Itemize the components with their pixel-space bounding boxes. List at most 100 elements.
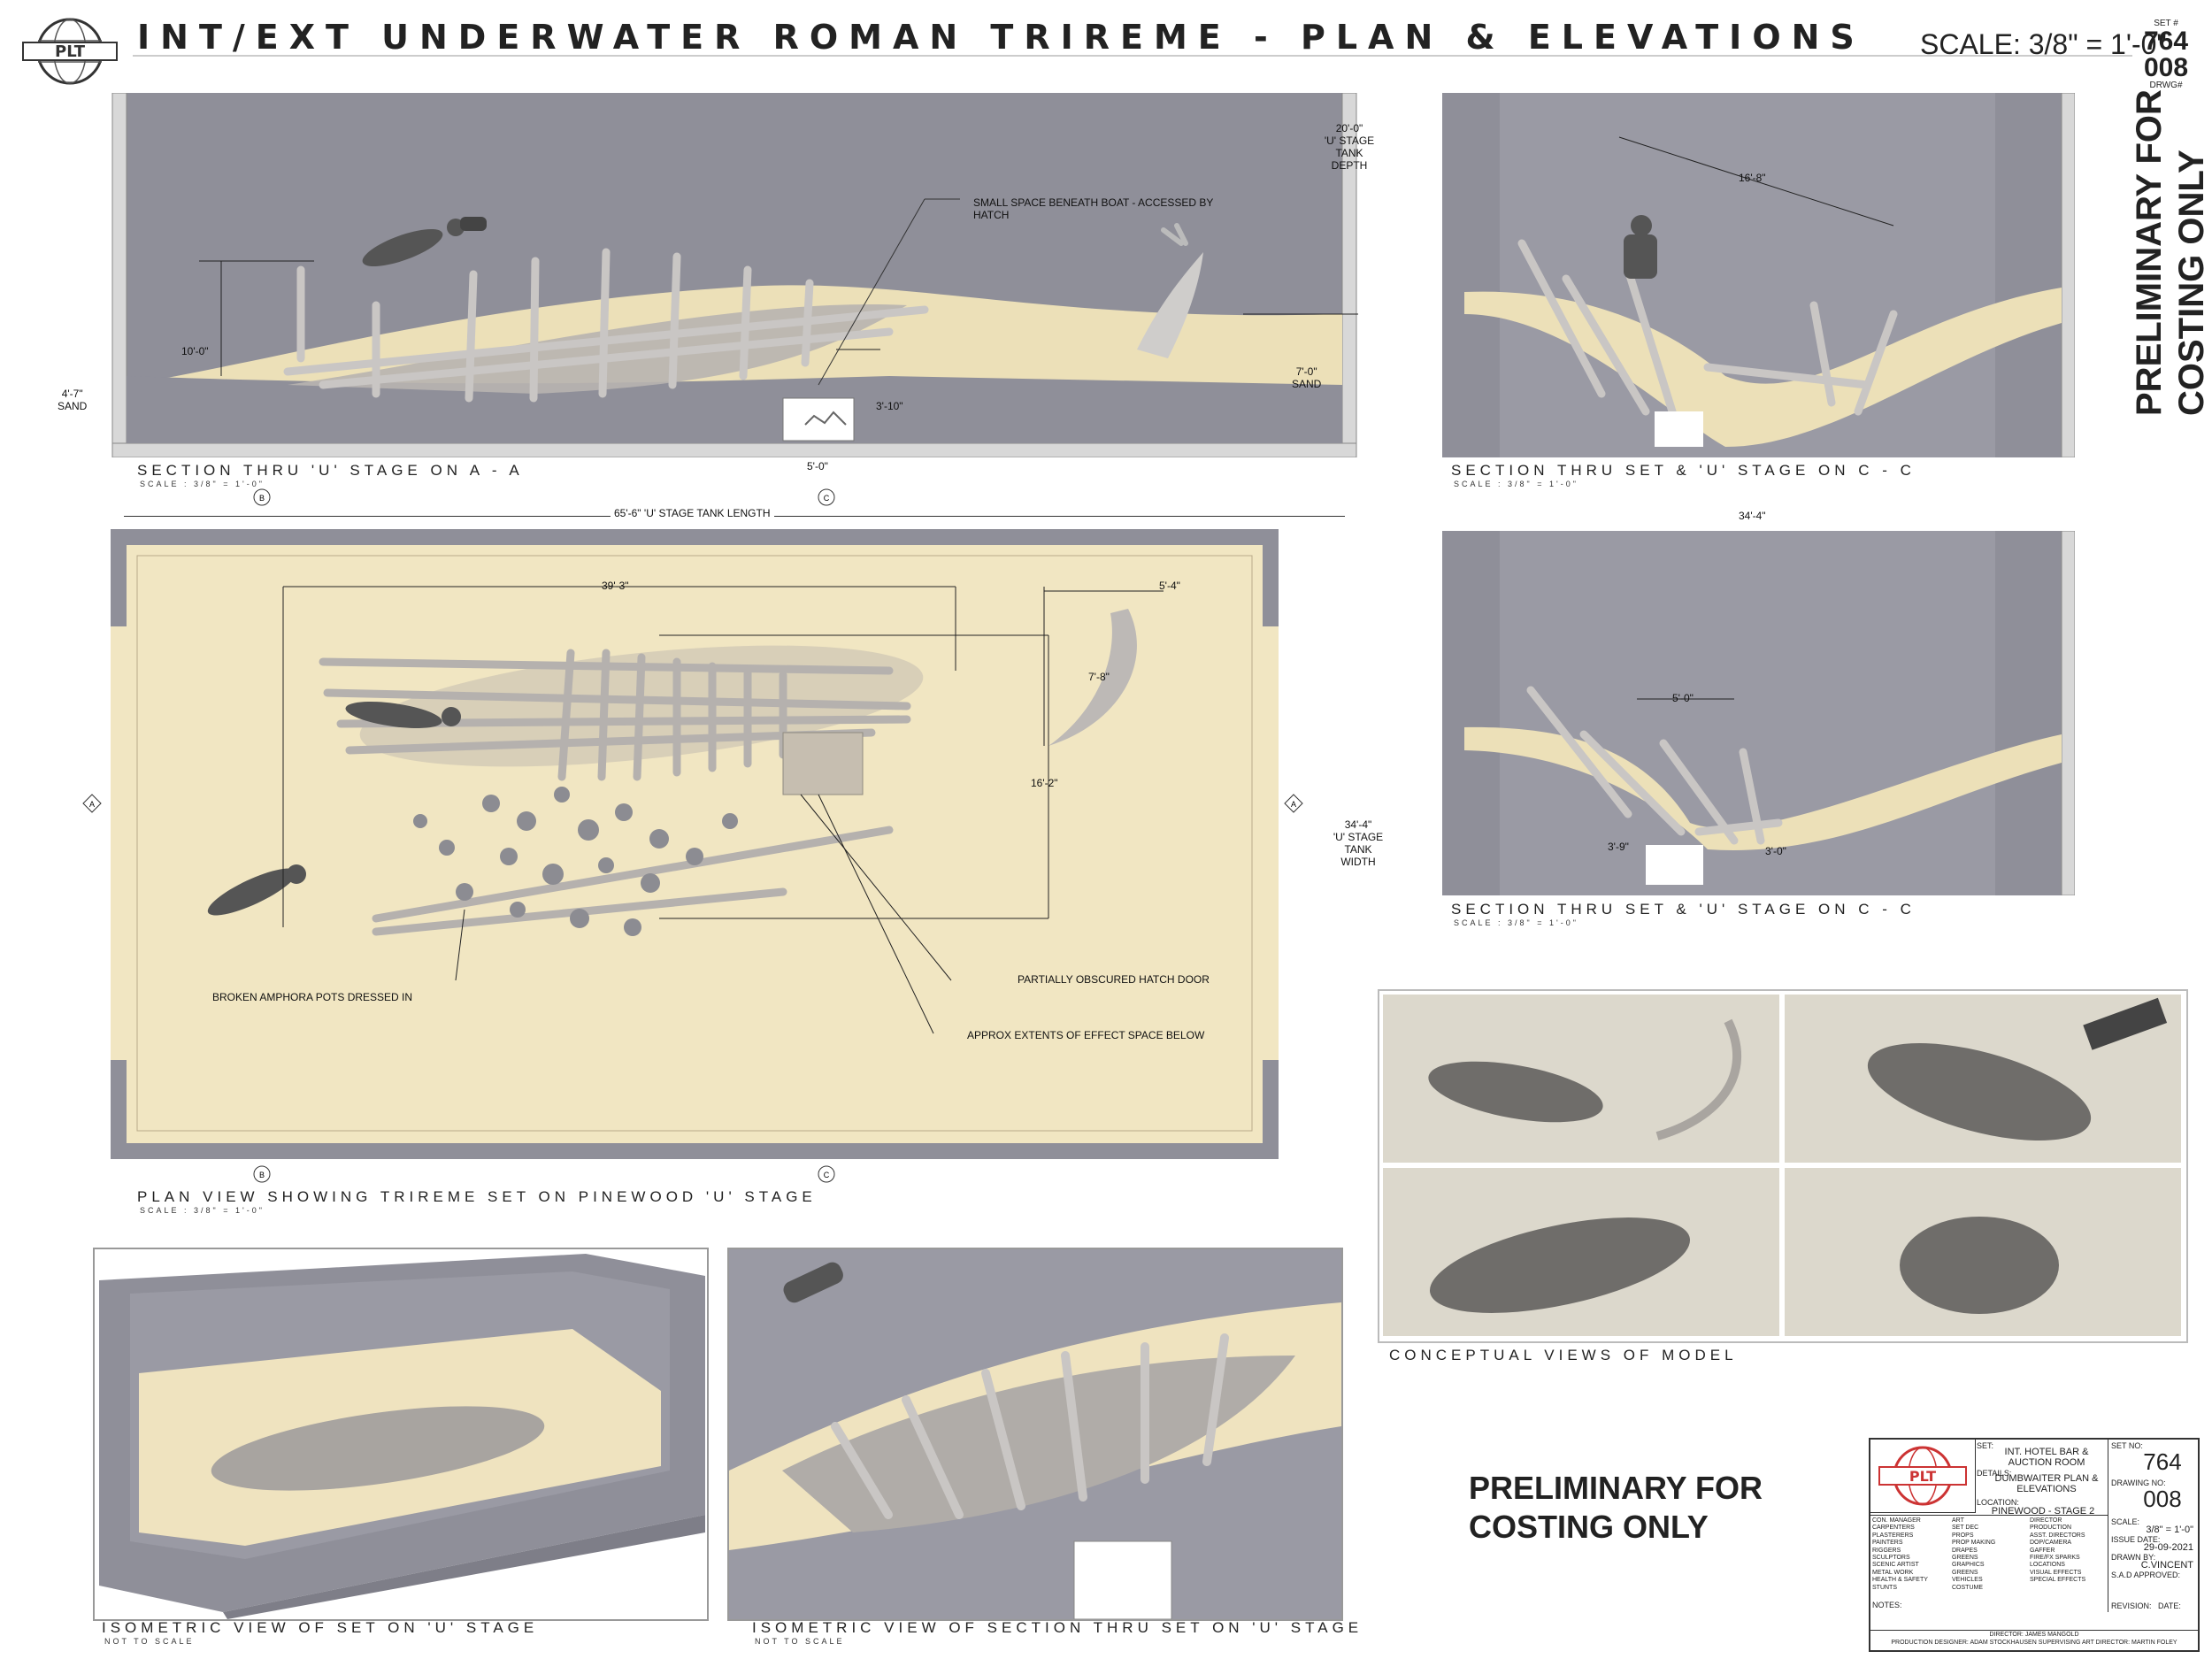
tb-dept-item: HEALTH & SAFETY <box>1872 1577 1928 1584</box>
scale-section-aa: SCALE : 3/8" = 1'-0" <box>140 480 265 488</box>
tb-dept-item: COSTUME <box>1952 1584 1983 1591</box>
tb-dept-item: GREENS <box>1952 1555 1978 1562</box>
concept-view-4 <box>1785 1168 2181 1336</box>
tb-setno: 764 <box>2143 1448 2182 1475</box>
dim-cc2-inner: 5'-0" <box>1672 692 1694 704</box>
section-marker-a-left: A <box>81 793 103 814</box>
tb-dept-item: SCENIC ARTIST <box>1872 1562 1919 1569</box>
caption-section-cc2: SECTION THRU SET & 'U' STAGE ON C - C <box>1451 901 1916 918</box>
scale-section-cc2: SCALE : 3/8" = 1'-0" <box>1454 918 1578 927</box>
section-marker-a-right: A <box>1283 793 1304 814</box>
tb-dept-item: PRODUCTION <box>2030 1525 2072 1532</box>
tb-dept-item: STUNTS <box>1872 1584 1897 1591</box>
tb-sad-label: S.A.D APPROVED: <box>2111 1571 2181 1579</box>
sub-iso-2: NOT TO SCALE <box>755 1637 845 1646</box>
tb-drawingno-label: DRAWING NO: <box>2111 1479 2166 1487</box>
tb-dept-item: VISUAL EFFECTS <box>2030 1569 2082 1576</box>
scale-section-cc1: SCALE : 3/8" = 1'-0" <box>1454 480 1578 488</box>
svg-text:B: B <box>259 494 265 503</box>
caption-iso-1: ISOMETRIC VIEW OF SET ON 'U' STAGE <box>102 1619 539 1636</box>
tb-dept-item: ASST. DIRECTORS <box>2030 1532 2085 1539</box>
dim-10ft: 10'-0" <box>181 345 209 357</box>
conceptual-views <box>1378 989 2188 1343</box>
section-marker-b-bottom: B <box>251 1164 273 1185</box>
tb-location-label: LOCATION: <box>1977 1498 2019 1507</box>
tb-dept-item: DOP/CAMERA <box>2030 1540 2072 1547</box>
tb-drawn-label: DRAWN BY: <box>2111 1553 2156 1562</box>
tb-footer-rule <box>1870 1630 2198 1631</box>
section-cc2-drawing <box>1442 531 2075 895</box>
header-rule <box>133 55 2132 57</box>
svg-text:PLT: PLT <box>1909 1468 1936 1485</box>
note-hatch-door: PARTIALLY OBSCURED HATCH DOOR <box>1018 973 1210 986</box>
tb-dept-item: SCULPTORS <box>1872 1555 1910 1562</box>
preliminary-stamp: PRELIMINARY FOR COSTING ONLY <box>1469 1469 1763 1547</box>
dim-cc1-diag: 16'-8" <box>1739 172 1766 184</box>
tb-dept-item: PAINTERS <box>1872 1540 1903 1547</box>
svg-text:A: A <box>1291 800 1296 809</box>
tb-location-value: PINEWOOD - STAGE 2 <box>1991 1506 2095 1517</box>
section-marker-c-bottom: C <box>816 1164 837 1185</box>
dim-sand-left: 4'-7" SAND <box>58 388 88 412</box>
tb-production: PRODUCTION DESIGNER: ADAM STOCKHAUSEN SU… <box>1891 1640 2177 1646</box>
dim-hatch-width: 5'-0" <box>807 460 828 472</box>
tb-drawn-value: C.VINCENT <box>2140 1560 2193 1571</box>
tb-dept-item: LOCATIONS <box>2030 1562 2065 1569</box>
set-number: 764 <box>2143 27 2189 56</box>
caption-section-cc1: SECTION THRU SET & 'U' STAGE ON C - C <box>1451 462 1916 479</box>
dim-tank-depth: 20'-0" 'U' STAGE TANK DEPTH <box>1324 122 1375 172</box>
tb-dept-item: CARPENTERS <box>1872 1525 1915 1532</box>
dim-cc2-width: 34'-4" <box>1739 510 1766 522</box>
tb-issue-label: ISSUE DATE: <box>2111 1535 2161 1544</box>
tb-dept-item: PLASTERERS <box>1872 1532 1914 1539</box>
tb-drawingno: 008 <box>2143 1486 2182 1512</box>
dim-ship-beam: 16'-2" <box>1031 777 1058 789</box>
caption-concept: CONCEPTUAL VIEWS OF MODEL <box>1389 1347 1738 1363</box>
tb-set-value: INT. HOTEL BAR & AUCTION ROOM <box>2004 1447 2089 1469</box>
section-aa-drawing <box>111 93 1358 457</box>
tb-revision-label: REVISION: <box>2111 1601 2152 1610</box>
tb-dept-item: SET DEC <box>1952 1525 1979 1532</box>
tb-dept-item: GRAPHICS <box>1952 1562 1985 1569</box>
tb-notes-label: NOTES: <box>1872 1601 1902 1609</box>
dim-cc2-right: 3'-0" <box>1765 845 1786 857</box>
tb-dept-item: CON. MANAGER <box>1872 1517 1921 1524</box>
set-badge: SET # 764 008 DRWG# <box>2139 19 2193 90</box>
dim-ship-length: 39'-3" <box>602 580 629 592</box>
dim-statue-height: 7'-8" <box>1088 671 1110 683</box>
title-block: PLT SET: INT. HOTEL BAR & AUCTION ROOM D… <box>1869 1438 2200 1652</box>
tb-dept-item: ART <box>1952 1517 1964 1524</box>
tb-details-value: DUMBWAITER PLAN & ELEVATIONS <box>1994 1473 2099 1495</box>
tb-dept-item: RIGGERS <box>1872 1547 1901 1554</box>
tb-dept-item: FIRE/FX SPARKS <box>2030 1555 2080 1562</box>
tb-director: DIRECTOR: JAMES MANGOLD <box>1989 1632 2079 1638</box>
tb-scale-label: SCALE: <box>2111 1517 2140 1526</box>
tb-dept-item: DRAPES <box>1952 1547 1978 1554</box>
set-label: SET # <box>2154 19 2178 28</box>
caption-plan: PLAN VIEW SHOWING TRIREME SET ON PINEWOO… <box>137 1188 817 1205</box>
dim-cc2-left: 3'-9" <box>1608 841 1629 853</box>
tb-setno-label: SET NO: <box>2111 1441 2143 1450</box>
svg-text:C: C <box>824 494 830 503</box>
note-amphora: BROKEN AMPHORA POTS DRESSED IN <box>212 991 413 1003</box>
plt-logo: PLT <box>18 16 122 87</box>
svg-text:C: C <box>824 1171 830 1179</box>
logo-text: PLT <box>55 42 86 61</box>
title-block-logo: PLT <box>1870 1440 1976 1513</box>
tb-dept-item: VEHICLES <box>1952 1577 1983 1584</box>
note-small-space: SMALL SPACE BENEATH BOAT - ACCESSED BY H… <box>973 196 1214 221</box>
section-cc1-drawing <box>1442 93 2075 457</box>
tb-dept-item: PROPS <box>1952 1532 1974 1539</box>
concept-view-1 <box>1383 995 1779 1163</box>
tb-scale-value: 3/8" = 1'-0" <box>2146 1525 2193 1535</box>
drwg-label: DRWG# <box>2149 81 2183 90</box>
dim-tank-length: 65'-6" 'U' STAGE TANK LENGTH <box>611 507 774 519</box>
section-marker-b-top: B <box>251 487 273 508</box>
note-effect-space: APPROX EXTENTS OF EFFECT SPACE BELOW <box>967 1029 1205 1041</box>
scale-plan: SCALE : 3/8" = 1'-0" <box>140 1206 265 1215</box>
tb-issue-value: 29-09-2021 <box>2143 1542 2193 1553</box>
dim-hatch-height: 3'-10" <box>876 400 903 412</box>
